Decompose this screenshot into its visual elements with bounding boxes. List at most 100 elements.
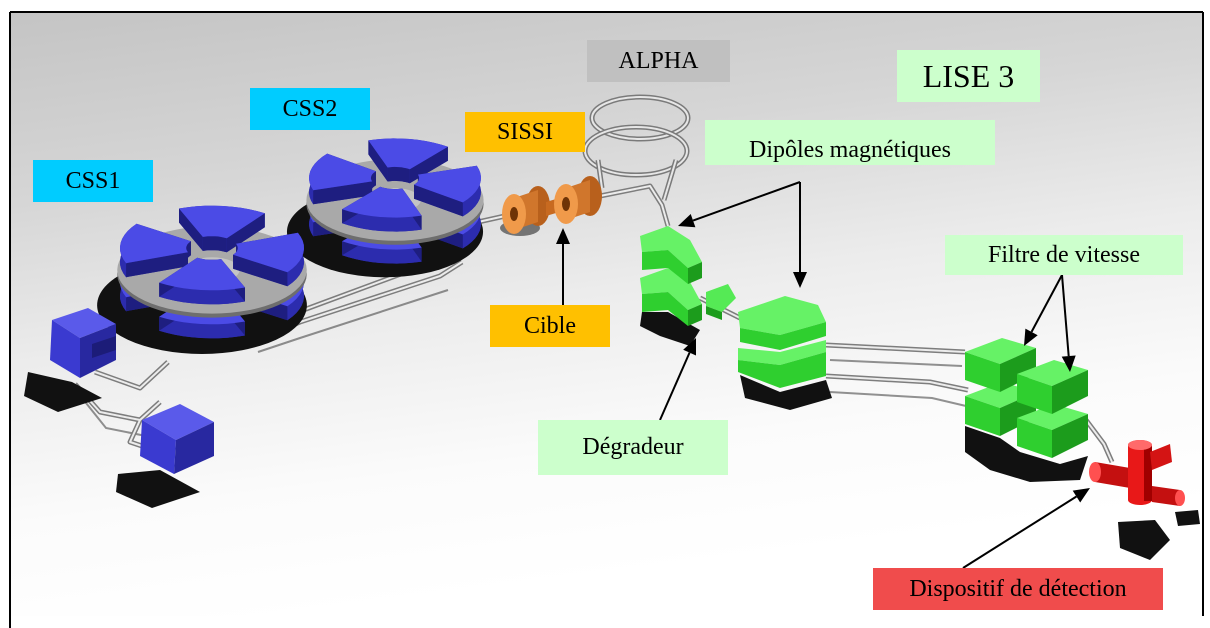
pointer-arrowhead [1024,328,1038,346]
beamline-shadow [257,289,449,353]
detector-arm-lower-cap [1175,490,1185,506]
css1-upper-pole-sector-inner-face [202,236,227,253]
filter-2-lower-front [1017,418,1052,458]
injector-1-notch [92,336,116,358]
filter-1-lower-front [965,396,1000,436]
css2-upper-pole-sector-outer-face [462,165,481,217]
alpha-ring-connector-highlight [597,159,677,201]
dipole-2-upper-top [738,296,826,335]
css1-cyclotron [97,205,307,354]
beamline-highlight [825,344,966,353]
css2-upper-pole-sector-top-face [368,138,448,170]
css1-upper-pole-sector-edge-face [233,254,288,287]
injector-2-shadow [116,470,200,508]
dipole-2-lower-front [738,352,826,388]
dipole-1-upper-top [640,226,702,268]
dipole-2 [738,296,832,410]
label-cible: Cible [490,305,610,347]
label-dispositif-de-detection: Dispositif de détection [873,568,1163,610]
velocity-filter-shadow [965,426,1088,482]
css2-upper-pole-sector-edge-face [313,181,373,205]
filter-1-upper-front [965,352,1000,392]
css2-lower-pole-sector-outer-face [342,241,422,264]
css2-cyclotron [286,138,484,278]
css2-lower-pole-sector-outer-face [462,197,481,249]
css2-upper-pole-sector-edge-face [368,140,388,182]
css1-upper-pole-sector-edge-face [126,252,188,278]
degrader [706,284,736,320]
pointer-arrowhead [793,272,807,288]
css1-upper-pole-sector-top-face [120,223,191,264]
filter-1-upper-side [1000,348,1036,392]
alpha-ring-upper-highlight [591,96,689,140]
detector-arm-left [1095,462,1130,488]
css1-upper-pole-sector-top-face [159,257,245,291]
pointer-arrow-line [962,495,1077,569]
beamline-highlight [477,185,669,227]
detector-shadow-block [1175,510,1200,526]
dipole-1-lower-side [688,304,702,326]
alpha-ring-lower-highlight [584,126,688,176]
detector-arm-lower [1152,486,1180,506]
filter-1-upper-top [965,338,1036,364]
pointer-arrows [556,181,1090,569]
degrader-side [706,306,722,320]
detector-arm-right [1150,444,1172,470]
pointer-arrowhead [1061,355,1076,372]
injector-1-front [50,320,80,378]
dipole-1-upper-front [642,250,688,284]
dipole-2-upper-front [740,322,826,350]
filter-2-lower-side [1052,414,1088,458]
css2-upper-pole-sector-top-face [309,153,376,191]
beamline-highlight [825,375,969,391]
css2-upper-pole-sector-outer-face [342,209,422,232]
injector-1 [24,308,116,412]
beamline-highlight [1085,419,1113,463]
pointer-arrow-line [659,352,691,421]
detector-shadow [1118,520,1170,560]
css1-upper-pole-sector-edge-face [226,213,265,253]
css1-upper-pole-sector-top-face [233,232,304,273]
solenoid-2-bore [562,197,570,211]
injector-1-top [52,308,116,338]
solenoid-1-bore [510,207,518,221]
beamline-shadow [829,391,967,407]
dipole-2-shadow [740,375,832,410]
filter-2-lower-top [1017,404,1088,430]
dipole-1-lower-front [642,292,688,326]
label-degradeur: Dégradeur [538,420,728,475]
pointer-arrow-line [692,181,801,222]
label-dipoles-magnetiques: Dipôles magnétiques [705,120,995,165]
css2-upper-pole-sector-edge-face [414,184,463,217]
label-css2: CSS2 [250,88,370,130]
beamline-highlight [94,361,169,389]
detector-column-shade [1144,445,1152,501]
label-sissi: SISSI [465,112,585,152]
dipole-1-shadow [640,312,700,346]
css1-upper-pole-sector-edge-face [179,208,203,251]
css1-lower-pole-sector-outer-face [159,316,245,339]
detection-setup [1089,440,1200,560]
label-css1: CSS1 [33,160,153,202]
injector-2 [116,404,214,508]
degrader-top [706,284,736,312]
injector-2-side [174,422,214,474]
alpha-ring [582,94,691,201]
filter-2-upper-side [1052,370,1088,414]
dipole-1-upper-side [688,262,702,284]
detector-arm-left-cap [1089,462,1101,482]
injector-2-front [140,420,176,474]
dipole-1 [640,226,702,346]
dipole-1-lower-top [640,268,702,310]
css2-upper-pole-sector-top-face [342,186,422,218]
label-lise3: LISE 3 [897,50,1040,102]
label-alpha: ALPHA [587,40,730,82]
pointer-arrowhead [678,214,696,228]
label-filtre-de-vitesse: Filtre de vitesse [945,235,1183,275]
pointer-arrowhead [1072,488,1090,503]
injector-1-shadow [24,372,102,412]
css2-upper-pole-sector-edge-face [409,146,448,184]
velocity-filter [965,338,1088,482]
